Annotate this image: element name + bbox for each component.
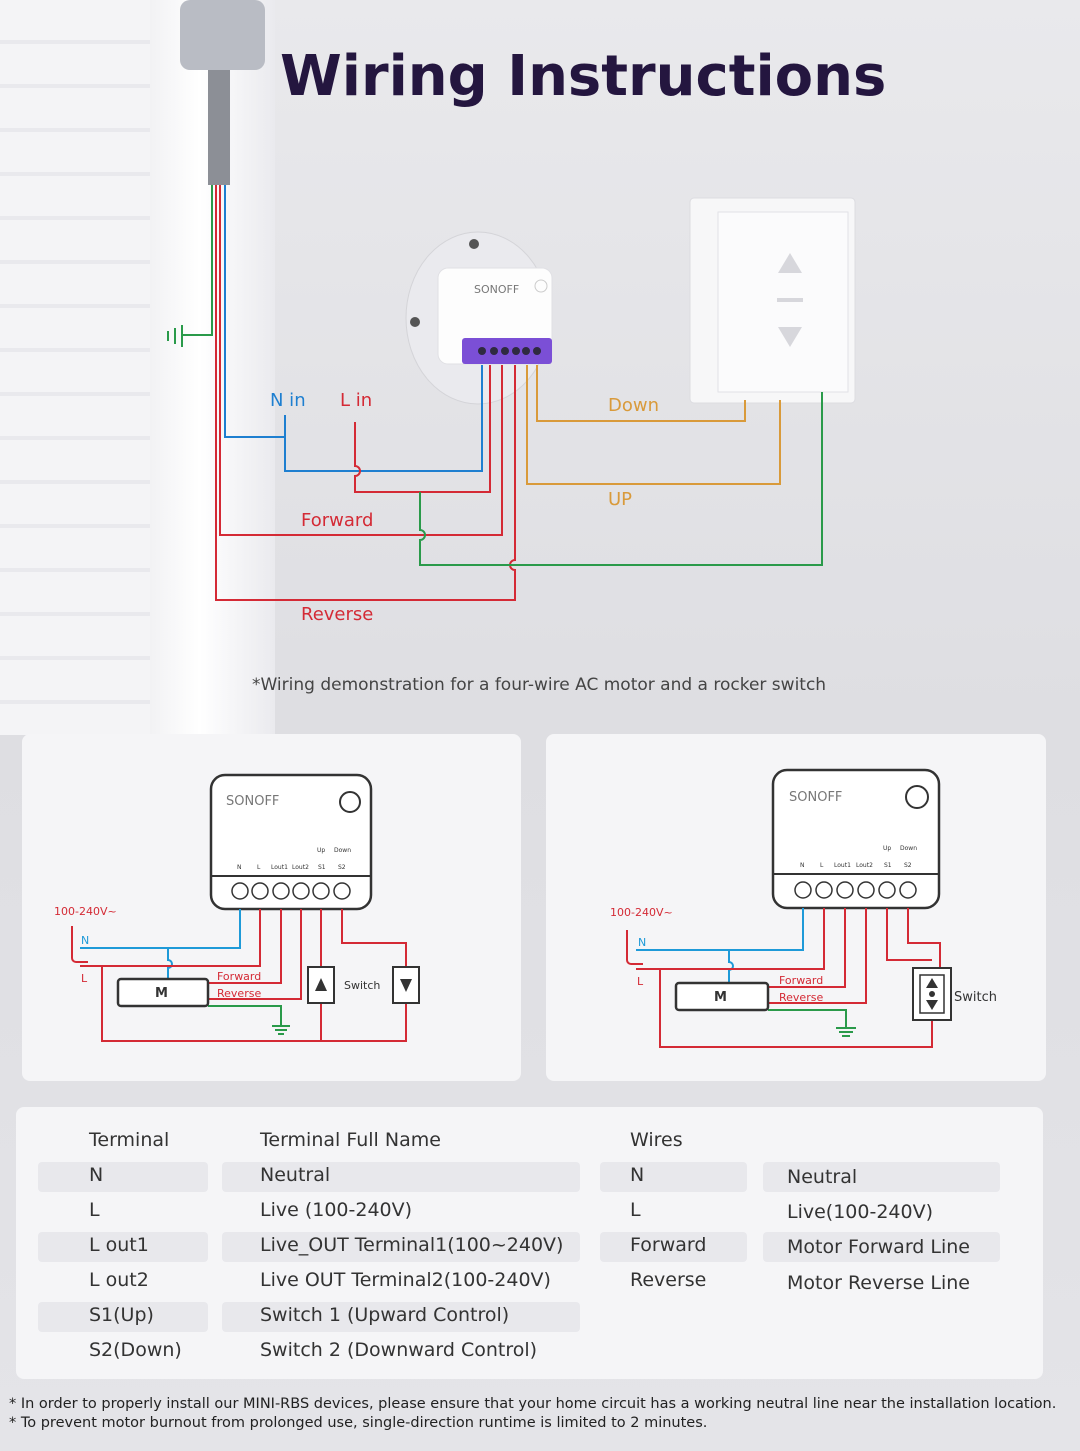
n-label: N xyxy=(638,936,646,949)
schematic-panel-2: SONOFF N L Lout1 Lout2 S1 S2 Up Down xyxy=(546,734,1046,1081)
up-label: Up xyxy=(883,845,891,852)
device-brand: SONOFF xyxy=(226,794,279,809)
reverse-label: Reverse xyxy=(217,987,261,1000)
terminal-label: Lout1 xyxy=(834,862,851,869)
down-wire xyxy=(536,365,746,422)
forward-label: Forward xyxy=(217,970,261,983)
l-label: L xyxy=(637,975,644,988)
earth-wire xyxy=(182,185,213,336)
terminal-label: L xyxy=(257,864,261,871)
full-name-cell: Switch 2 (Downward Control) xyxy=(260,1339,538,1361)
reverse-label: Reverse xyxy=(779,991,823,1004)
device-brand: SONOFF xyxy=(789,790,842,805)
down-label: Down xyxy=(900,845,917,852)
forward-wire xyxy=(219,185,503,536)
roller-blind xyxy=(0,0,155,735)
page-title: Wiring Instructions xyxy=(280,44,887,109)
full-name-header: Terminal Full Name xyxy=(260,1129,441,1151)
up-label: UP xyxy=(608,489,632,510)
terminal-label: L xyxy=(820,862,824,869)
live-in-wire xyxy=(354,365,491,493)
full-name-cell: Neutral xyxy=(260,1164,331,1186)
terminal-label: S1 xyxy=(318,864,326,871)
voltage-label: 100-240V~ xyxy=(610,906,673,919)
ground-icon xyxy=(167,325,183,347)
n-in-label: N in xyxy=(270,390,306,411)
switch-label: Switch xyxy=(344,979,380,992)
terminal-table: Terminal Terminal Full Name Wires N Neut… xyxy=(16,1107,1043,1379)
n-label: N xyxy=(81,934,89,947)
down-arrow-icon xyxy=(778,327,802,347)
earth-wire-2 xyxy=(419,392,823,566)
full-name-cell: Live (100-240V) xyxy=(260,1199,413,1221)
terminal-cell: L xyxy=(89,1199,100,1221)
terminal-label: N xyxy=(237,864,242,871)
motor-label: M xyxy=(155,986,168,1001)
up-wire xyxy=(526,365,781,485)
motor-cable xyxy=(208,70,230,185)
neutral-wire xyxy=(224,185,483,472)
terminal-cell: L out1 xyxy=(89,1234,149,1256)
wire-cell: N xyxy=(630,1164,645,1186)
terminal-cell: L out2 xyxy=(89,1269,149,1291)
switch-label: Switch xyxy=(954,990,997,1005)
full-name-cell: Switch 1 (Upward Control) xyxy=(260,1304,510,1326)
motor-label: M xyxy=(714,990,727,1005)
down-label: Down xyxy=(334,847,351,854)
down-label: Down xyxy=(608,395,659,416)
reverse-label: Reverse xyxy=(301,604,373,625)
wire-desc-cell: Neutral xyxy=(787,1166,858,1188)
l-in-label: L in xyxy=(340,390,372,411)
wire-desc-cell: Live(100-240V) xyxy=(787,1201,934,1223)
motor-icon xyxy=(674,981,770,1012)
up-label: Up xyxy=(317,847,325,854)
schematic-panel-1: SONOFF N L Lout1 Lout2 S1 S2 Up Down xyxy=(22,734,521,1081)
forward-label: Forward xyxy=(301,510,373,531)
device-brand: SONOFF xyxy=(474,283,519,296)
diagram-caption: *Wiring demonstration for a four-wire AC… xyxy=(252,675,827,695)
terminal-header: Terminal xyxy=(89,1129,170,1151)
note-runtime: * To prevent motor burnout from prolonge… xyxy=(9,1415,708,1431)
terminal-label: S2 xyxy=(904,862,912,869)
l-label: L xyxy=(81,972,88,985)
wire-cell: L xyxy=(630,1199,641,1221)
note-neutral: * In order to properly install our MINI-… xyxy=(9,1396,1057,1412)
terminal-cell: N xyxy=(89,1164,104,1186)
terminal-cell: S2(Down) xyxy=(89,1339,182,1361)
wire-desc-cell: Motor Forward Line xyxy=(787,1236,970,1258)
main-wiring-diagram: SONOFF N in L in Forward Reverse Down UP xyxy=(167,0,856,625)
terminal-label: Lout2 xyxy=(856,862,873,869)
wire-desc-cell: Motor Reverse Line xyxy=(787,1272,970,1294)
voltage-label: 100-240V~ xyxy=(54,905,117,918)
terminal-label: Lout1 xyxy=(271,864,288,871)
motor-tube-end xyxy=(180,0,265,70)
terminal-label: Lout2 xyxy=(292,864,309,871)
wires-header: Wires xyxy=(630,1129,683,1151)
reverse-wire xyxy=(215,185,516,601)
terminal-label: N xyxy=(800,862,805,869)
wire-cell: Forward xyxy=(630,1234,707,1256)
terminal-cell: S1(Up) xyxy=(89,1304,154,1326)
full-name-cell: Live_OUT Terminal1(100~240V) xyxy=(260,1234,564,1256)
forward-label: Forward xyxy=(779,974,823,987)
terminal-label: S1 xyxy=(884,862,892,869)
schematic-rocker-switch: SONOFF N L Lout1 Lout2 S1 S2 Up Down xyxy=(610,768,997,1048)
rocker-switch xyxy=(689,197,856,404)
full-name-cell: Live OUT Terminal2(100-240V) xyxy=(260,1269,551,1291)
mini-rbs-device: SONOFF xyxy=(405,231,553,405)
terminal-label: S2 xyxy=(338,864,346,871)
down-switch-icon xyxy=(392,966,420,1004)
schematic-two-switches: SONOFF N L Lout1 Lout2 S1 S2 Up Down xyxy=(54,773,420,1042)
wire-cell: Reverse xyxy=(630,1269,707,1291)
motor-icon xyxy=(116,977,210,1008)
up-arrow-icon xyxy=(778,253,802,273)
